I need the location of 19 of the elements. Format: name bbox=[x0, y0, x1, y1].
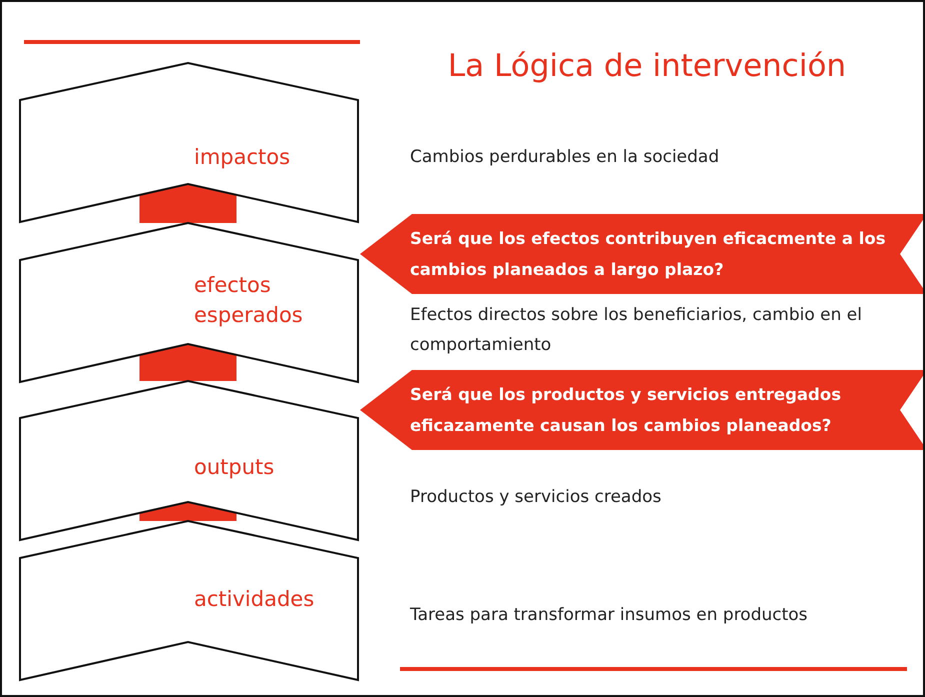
chevron-shape bbox=[19, 380, 359, 542]
description-text: Cambios perdurables en la sociedad bbox=[410, 146, 720, 169]
description-text: Tareas para transformar insumos en productos bbox=[410, 604, 809, 627]
description-text: Efectos directos sobre los beneficiarios, cambio en el comportamiento bbox=[410, 304, 863, 357]
level-label: actividades bbox=[194, 586, 316, 613]
connector-band bbox=[140, 502, 236, 521]
level-label: efectos esperados bbox=[194, 272, 304, 329]
chevron-shape bbox=[19, 222, 359, 384]
chevron-shape bbox=[19, 520, 359, 682]
title: La Lógica de intervención bbox=[446, 48, 848, 84]
arrow-banner bbox=[360, 370, 923, 450]
description-text: Productos y servicios creados bbox=[410, 486, 662, 509]
connector-band bbox=[140, 184, 236, 223]
question-text: Será que los productos y servicios entregados eficazamente causan los cambios planeados? bbox=[410, 384, 842, 437]
arrow-banner bbox=[360, 214, 923, 294]
level-label: impactos bbox=[194, 144, 292, 171]
level-label: outputs bbox=[194, 454, 276, 481]
chevron-shape bbox=[19, 62, 359, 224]
question-text: Será que los efectos contribuyen eficacmente a los cambios planeados a largo plazo? bbox=[410, 228, 887, 281]
